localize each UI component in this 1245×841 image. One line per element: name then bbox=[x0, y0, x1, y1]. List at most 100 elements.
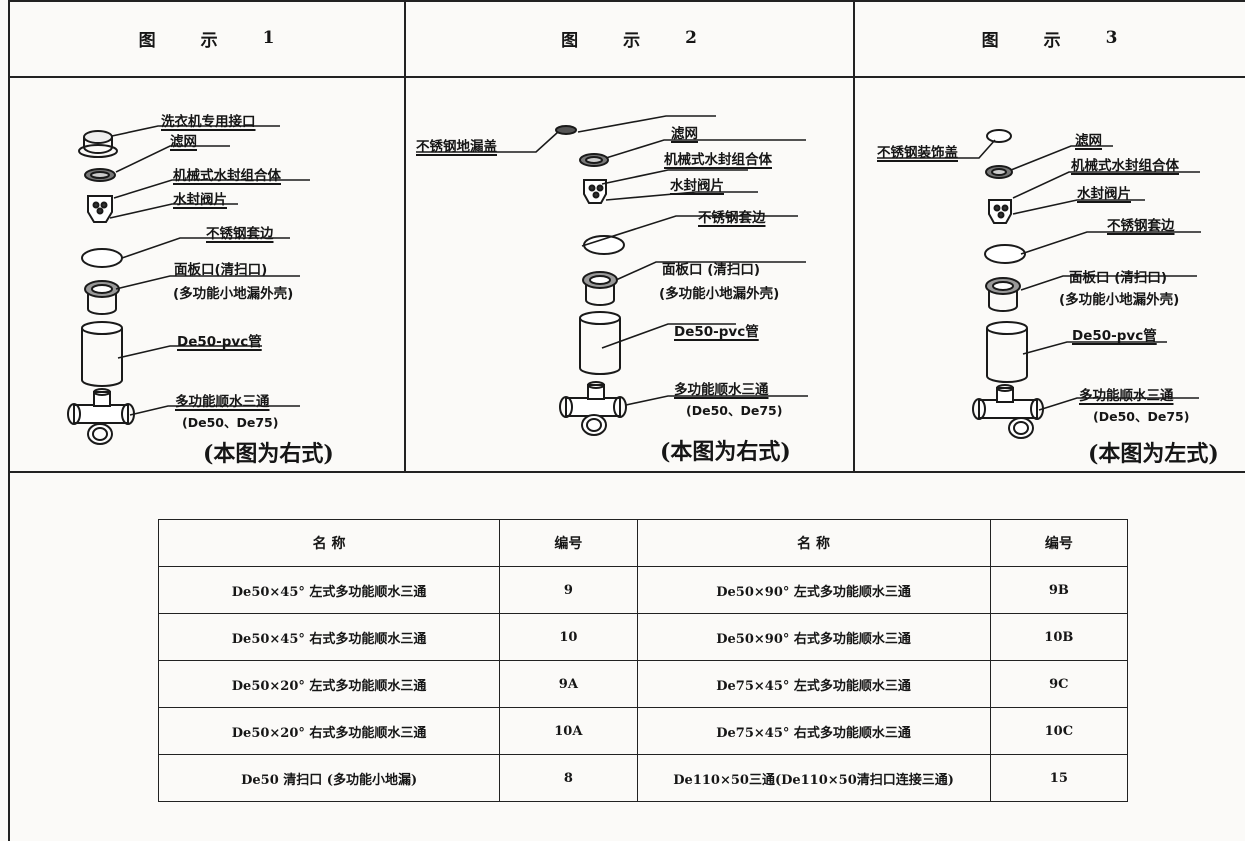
parts-table: 名 称 编号 名 称 编号 De50×45° 左式多功能顺水三通 9 De50×… bbox=[157, 519, 1129, 802]
part-name: De75×45° 左式多功能顺水三通 bbox=[636, 660, 991, 708]
table-row: De50 清扫口 (多功能小地漏) 8 De110×50三通(De110×50清… bbox=[157, 754, 1129, 802]
label-drain-cover: 不锈钢地漏盖 bbox=[416, 139, 497, 155]
label-filter: 滤网 bbox=[671, 126, 698, 142]
label-seal-assembly: 机械式水封组合体 bbox=[1071, 158, 1179, 174]
tee-fitting-icon bbox=[67, 388, 135, 445]
part-name: De50×90° 右式多功能顺水三通 bbox=[636, 613, 991, 661]
filter-icon bbox=[985, 165, 1013, 179]
flange-icon bbox=[81, 248, 123, 268]
label-panel-port: 面板口 (清扫口) bbox=[662, 262, 761, 278]
column-divider bbox=[853, 0, 855, 473]
panel-housing-icon bbox=[84, 280, 120, 315]
part-name: De50×20° 左式多功能顺水三通 bbox=[157, 660, 501, 708]
pvc-pipe-icon bbox=[81, 321, 123, 387]
drain-cover-icon bbox=[555, 125, 577, 135]
part-code: 10C bbox=[989, 707, 1129, 755]
part-name: De50×20° 右式多功能顺水三通 bbox=[157, 707, 501, 755]
tee-fitting-icon bbox=[559, 381, 627, 436]
panels-row bbox=[8, 78, 1245, 473]
label-washer-adapter: 洗衣机专用接口 bbox=[161, 114, 256, 130]
part-name: De50×45° 右式多功能顺水三通 bbox=[157, 613, 501, 661]
flange-icon bbox=[984, 244, 1026, 264]
part-name: De75×45° 右式多功能顺水三通 bbox=[636, 707, 991, 755]
orientation-note: (本图为左式) bbox=[1088, 441, 1219, 467]
title-char: 图 bbox=[981, 30, 1000, 51]
column-divider bbox=[404, 0, 406, 473]
title-char: 示 bbox=[1043, 30, 1062, 51]
title-char: 示 bbox=[200, 30, 219, 51]
part-code: 15 bbox=[989, 754, 1129, 802]
label-tee: 多功能顺水三通 bbox=[175, 394, 270, 410]
table-header-row: 名 称 编号 名 称 编号 bbox=[157, 519, 1129, 567]
panel-1-exploded-diagram: 洗衣机专用接口 滤网 机械式水封组合体 水封阀片 不锈钢套边 面板口(清扫口) … bbox=[10, 80, 404, 473]
part-code: 9 bbox=[499, 566, 638, 614]
seal-body-icon bbox=[583, 179, 607, 204]
header-name: 名 称 bbox=[157, 519, 501, 567]
label-tee-sizes: (De50、De75) bbox=[686, 403, 783, 418]
pvc-pipe-icon bbox=[986, 321, 1028, 383]
seal-body-icon bbox=[988, 199, 1012, 224]
header-name: 名 称 bbox=[636, 519, 991, 567]
label-pvc-pipe: De50-pvc管 bbox=[177, 334, 262, 350]
panel-housing-icon bbox=[985, 277, 1021, 312]
label-seal-flap: 水封阀片 bbox=[670, 178, 724, 194]
panel-2-title: 图 示 2 bbox=[406, 0, 853, 76]
part-code: 10 bbox=[499, 613, 638, 661]
pvc-pipe-icon bbox=[579, 311, 621, 375]
part-code: 9A bbox=[499, 660, 638, 708]
panel-2-drawing bbox=[416, 115, 808, 436]
orientation-note: (本图为右式) bbox=[660, 439, 791, 465]
title-number: 1 bbox=[262, 28, 276, 48]
part-name: De50 清扫口 (多功能小地漏) bbox=[157, 754, 501, 802]
label-seal-assembly: 机械式水封组合体 bbox=[173, 168, 281, 184]
table-row: De50×20° 右式多功能顺水三通 10A De75×45° 右式多功能顺水三… bbox=[157, 707, 1129, 755]
filter-icon bbox=[84, 168, 116, 182]
panel-1-title: 图 示 1 bbox=[10, 0, 404, 76]
title-char: 图 bbox=[138, 30, 157, 51]
orientation-note: (本图为右式) bbox=[203, 441, 334, 467]
label-steel-flange: 不锈钢套边 bbox=[1107, 218, 1175, 234]
label-tee: 多功能顺水三通 bbox=[674, 382, 769, 398]
header-code: 编号 bbox=[989, 519, 1129, 567]
part-name: De50×90° 左式多功能顺水三通 bbox=[636, 566, 991, 614]
filter-icon bbox=[579, 153, 609, 167]
label-tee-sizes: (De50、De75) bbox=[1093, 409, 1190, 424]
part-code: 10B bbox=[989, 613, 1129, 661]
label-tee: 多功能顺水三通 bbox=[1079, 388, 1174, 404]
panel-3-title: 图 示 3 bbox=[855, 0, 1245, 76]
header-code: 编号 bbox=[499, 519, 638, 567]
title-number: 3 bbox=[1105, 28, 1119, 48]
table-row: De50×45° 右式多功能顺水三通 10 De50×90° 右式多功能顺水三通… bbox=[157, 613, 1129, 661]
label-pvc-pipe: De50-pvc管 bbox=[674, 324, 759, 340]
label-steel-flange: 不锈钢套边 bbox=[206, 226, 274, 242]
title-char: 示 bbox=[623, 30, 642, 51]
label-tee-sizes: (De50、De75) bbox=[182, 415, 279, 430]
label-decorative-cover: 不锈钢装饰盖 bbox=[877, 145, 958, 161]
label-seal-flap: 水封阀片 bbox=[173, 192, 227, 208]
washer-adapter-icon bbox=[78, 130, 118, 158]
part-name: De50×45° 左式多功能顺水三通 bbox=[157, 566, 501, 614]
panel-3-drawing bbox=[877, 129, 1201, 439]
table-row: De50×20° 左式多功能顺水三通 9A De75×45° 左式多功能顺水三通… bbox=[157, 660, 1129, 708]
label-filter: 滤网 bbox=[170, 134, 197, 150]
title-number: 2 bbox=[685, 28, 698, 48]
part-code: 9C bbox=[989, 660, 1129, 708]
panel-2-exploded-diagram: 不锈钢地漏盖 滤网 机械式水封组合体 水封阀片 不锈钢套边 面板口 (清扫口) … bbox=[406, 80, 853, 473]
part-code: 10A bbox=[499, 707, 638, 755]
panel-3-exploded-diagram: 不锈钢装饰盖 滤网 机械式水封组合体 水封阀片 不锈钢套边 面板口 (清扫口) … bbox=[855, 80, 1245, 473]
label-drain-housing: (多功能小地漏外壳) bbox=[173, 286, 294, 302]
tee-fitting-icon bbox=[972, 384, 1044, 439]
part-code: 8 bbox=[499, 754, 638, 802]
label-seal-assembly: 机械式水封组合体 bbox=[664, 152, 772, 168]
panel-housing-icon bbox=[582, 271, 618, 306]
part-code: 9B bbox=[989, 566, 1129, 614]
label-panel-port: 面板口(清扫口) bbox=[174, 262, 268, 278]
title-char: 图 bbox=[561, 30, 580, 51]
label-pvc-pipe: De50-pvc管 bbox=[1072, 328, 1157, 344]
table-row: De50×45° 左式多功能顺水三通 9 De50×90° 左式多功能顺水三通 … bbox=[157, 566, 1129, 614]
label-seal-flap: 水封阀片 bbox=[1077, 186, 1131, 202]
decorative-cover-icon bbox=[986, 129, 1012, 143]
label-drain-housing: (多功能小地漏外壳) bbox=[659, 286, 780, 302]
label-filter: 滤网 bbox=[1075, 133, 1102, 149]
label-steel-flange: 不锈钢套边 bbox=[698, 210, 766, 226]
